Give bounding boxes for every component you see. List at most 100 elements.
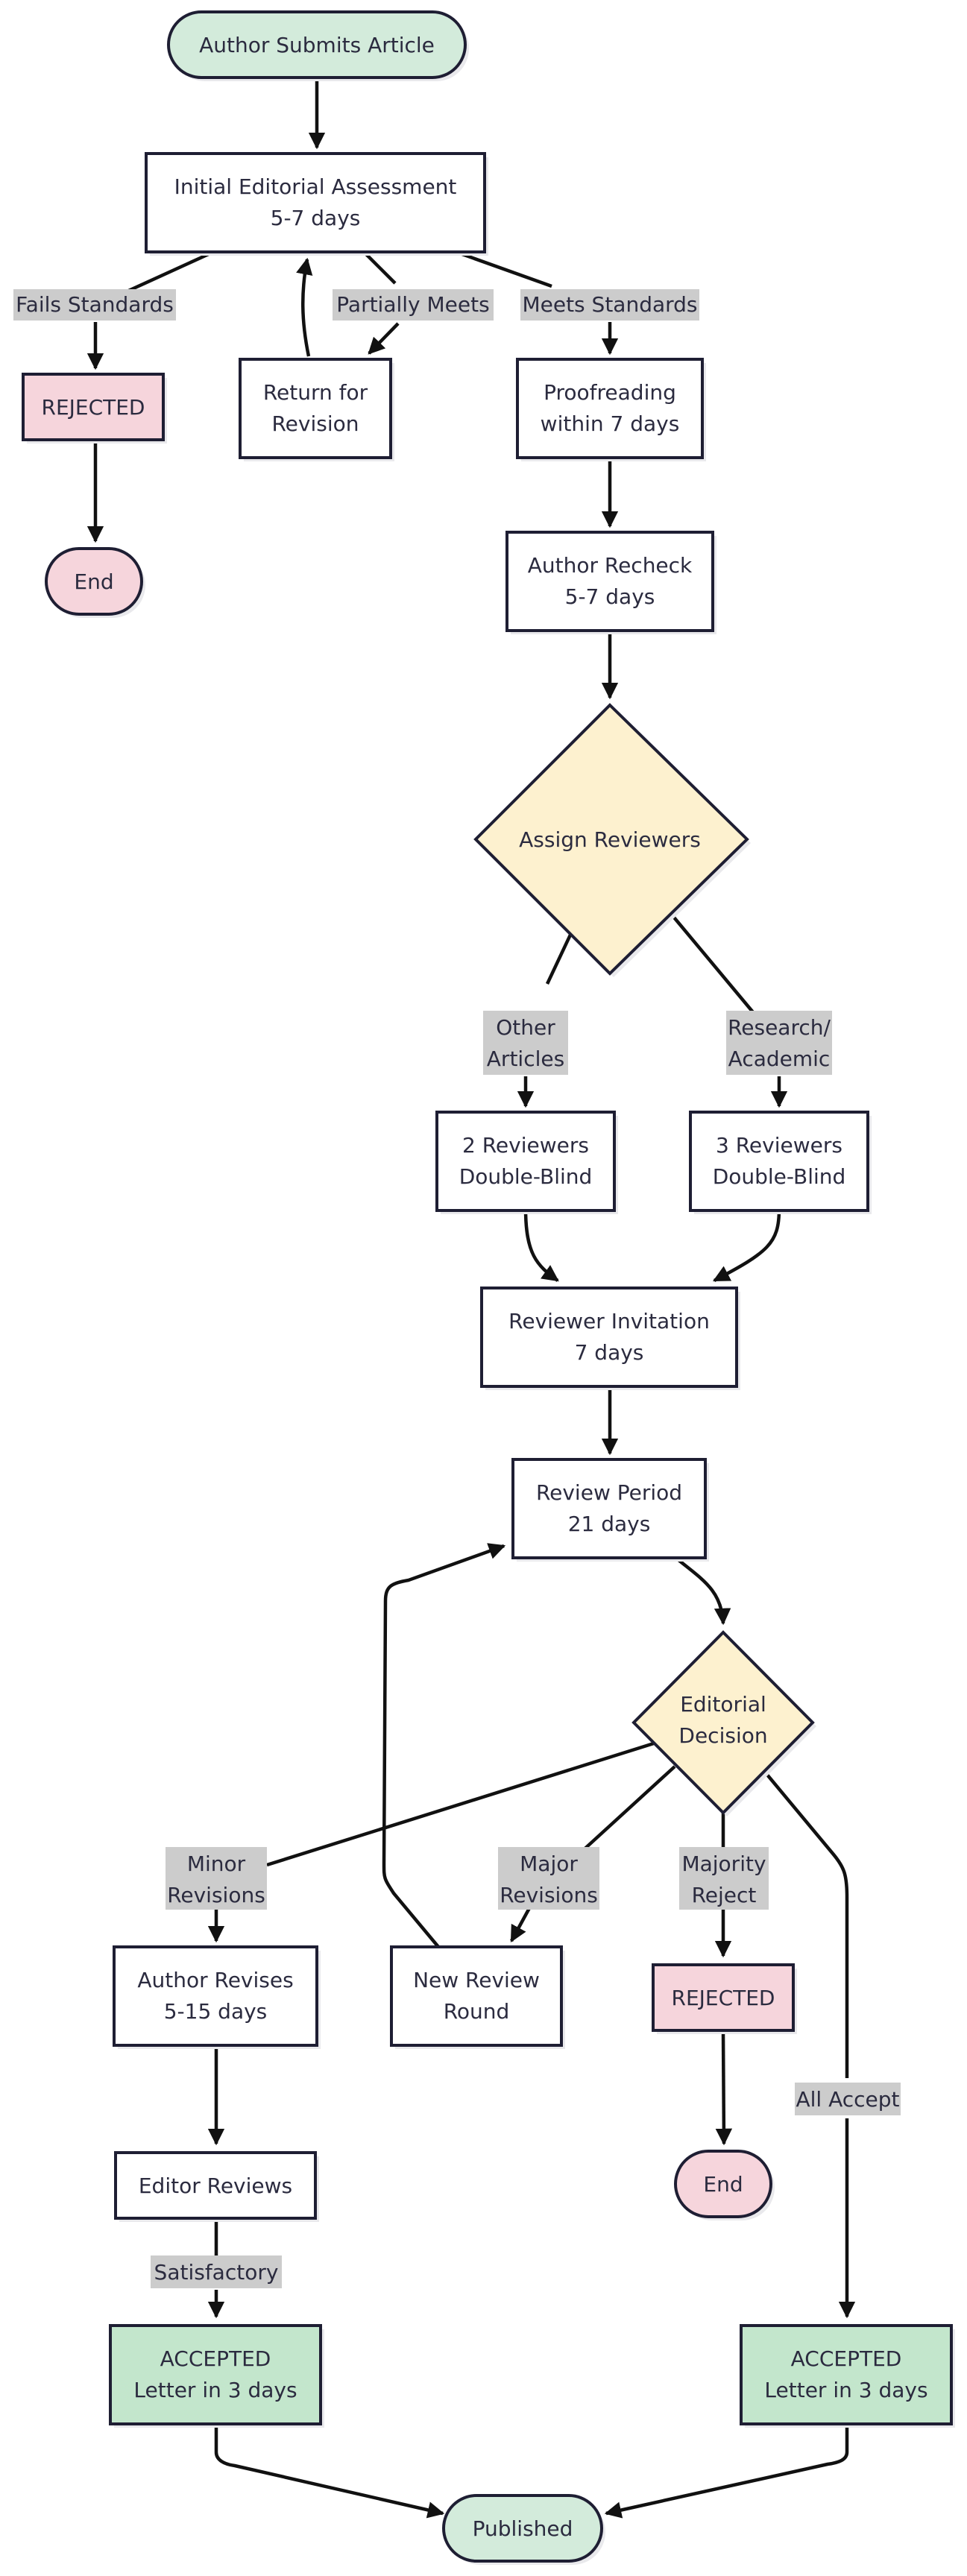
svg-text:Author Submits Article: Author Submits Article [199, 33, 435, 57]
svg-text:Major: Major [520, 1852, 578, 1876]
edge-assessment-meets [459, 251, 552, 288]
svg-text:7 days: 7 days [575, 1340, 644, 1365]
node-proofreading[interactable]: Proofreading within 7 days [516, 358, 706, 461]
edge-label-fails-standards: Fails Standards [13, 289, 176, 321]
edge-review-to-decision [673, 1555, 731, 1626]
svg-text:REJECTED: REJECTED [41, 395, 145, 420]
svg-text:5-7 days: 5-7 days [271, 206, 361, 230]
edge-new-round-to-review [382, 1543, 506, 1948]
node-reviewer-invitation[interactable]: Reviewer Invitation 7 days [480, 1287, 740, 1390]
edge-decision-minor [266, 1740, 657, 1867]
node-author-submits-article[interactable]: Author Submits Article [167, 10, 469, 81]
svg-text:5-7 days: 5-7 days [565, 584, 655, 609]
svg-text:21 days: 21 days [568, 1512, 651, 1536]
svg-text:Partially Meets: Partially Meets [336, 292, 489, 317]
edge-accepted-2-to-published [604, 2423, 849, 2519]
edge-label-major-revisions: Major Revisions [498, 1847, 599, 1910]
svg-text:All Accept: All Accept [796, 2087, 899, 2112]
svg-text:Round: Round [444, 1999, 510, 2024]
node-rejected-initial[interactable]: REJECTED [22, 373, 167, 443]
edge-label-minor-revisions: Minor Revisions [166, 1847, 267, 1910]
svg-text:Reject: Reject [692, 1883, 757, 1907]
edge-partially-to-return [368, 322, 400, 355]
svg-text:Letter in 3 days: Letter in 3 days [133, 2378, 297, 2402]
svg-text:Satisfactory: Satisfactory [154, 2260, 279, 2285]
edge-assign-research [670, 912, 755, 1014]
edge-label-other-articles: Other Articles [483, 1011, 568, 1075]
svg-text:Letter in 3 days: Letter in 3 days [764, 2378, 927, 2402]
node-published[interactable]: Published [442, 2494, 605, 2565]
svg-text:Majority: Majority [681, 1852, 766, 1876]
svg-text:Articles: Articles [487, 1046, 564, 1071]
node-editorial-decision[interactable]: Editorial Decision [631, 1630, 816, 1816]
svg-text:2 Reviewers: 2 Reviewers [462, 1133, 589, 1158]
svg-text:Revisions: Revisions [167, 1883, 265, 1907]
svg-text:ACCEPTED: ACCEPTED [791, 2346, 902, 2371]
svg-text:Meets Standards: Meets Standards [522, 292, 697, 317]
edge-assign-other [545, 932, 573, 985]
svg-text:Review Period: Review Period [536, 1480, 682, 1505]
svg-text:5-15 days: 5-15 days [164, 1999, 268, 2024]
svg-text:Decision: Decision [678, 1723, 767, 1748]
node-accepted-right[interactable]: ACCEPTED Letter in 3 days [740, 2324, 955, 2428]
node-rejected-decision[interactable]: REJECTED [652, 1963, 797, 2034]
edge-decision-major [579, 1765, 676, 1854]
svg-text:End: End [703, 2172, 743, 2197]
svg-text:Editor Reviews: Editor Reviews [139, 2174, 292, 2198]
svg-text:Revisions: Revisions [500, 1883, 598, 1907]
node-editor-reviews[interactable]: Editor Reviews [114, 2151, 319, 2222]
svg-text:Initial Editorial Assessment: Initial Editorial Assessment [174, 174, 457, 199]
edge-accepted-1-to-published [214, 2423, 445, 2519]
node-return-for-revision[interactable]: Return for Revision [239, 358, 394, 461]
edge-decision-all-accept [762, 1769, 849, 2078]
svg-text:Editorial: Editorial [680, 1692, 766, 1717]
node-end-initial[interactable]: End [45, 547, 145, 618]
svg-text:Author Recheck: Author Recheck [528, 553, 693, 578]
svg-text:Double-Blind: Double-Blind [713, 1164, 846, 1189]
edge-label-satisfactory: Satisfactory [151, 2255, 282, 2288]
edge-return-to-assessment [296, 257, 313, 357]
svg-text:ACCEPTED: ACCEPTED [160, 2346, 271, 2371]
node-three-reviewers[interactable]: 3 Reviewers Double-Blind [689, 1111, 872, 1214]
svg-text:Proofreading: Proofreading [544, 380, 676, 405]
svg-text:3 Reviewers: 3 Reviewers [716, 1133, 842, 1158]
edge-two-to-invitation [523, 1208, 559, 1282]
edge-assessment-partially [364, 252, 397, 285]
edges [86, 78, 856, 2519]
node-end-decision[interactable]: End [674, 2150, 775, 2220]
svg-text:Academic: Academic [728, 1046, 831, 1071]
node-author-revises[interactable]: Author Revises 5-15 days [113, 1945, 321, 2049]
svg-text:New Review: New Review [413, 1968, 540, 1992]
edge-label-research-academic: Research/ Academic [726, 1011, 832, 1075]
svg-text:REJECTED: REJECTED [671, 1986, 775, 2010]
svg-text:End: End [74, 569, 113, 594]
svg-text:Fails Standards: Fails Standards [16, 292, 174, 317]
svg-text:Double-Blind: Double-Blind [459, 1164, 593, 1189]
node-review-period[interactable]: Review Period 21 days [511, 1458, 709, 1562]
node-author-recheck[interactable]: Author Recheck 5-7 days [505, 531, 716, 634]
node-new-review-round[interactable]: New Review Round [390, 1945, 565, 2049]
edge-label-partially-meets: Partially Meets [333, 289, 494, 321]
svg-text:Published: Published [473, 2516, 573, 2541]
svg-text:Other: Other [496, 1015, 555, 1040]
edge-label-meets-standards: Meets Standards [520, 289, 699, 321]
edge-label-all-accept: All Accept [795, 2083, 901, 2115]
node-initial-editorial-assessment[interactable]: Initial Editorial Assessment 5-7 days [145, 152, 488, 256]
edge-three-to-invitation [713, 1208, 781, 1282]
edge-label-majority-reject: Majority Reject [679, 1847, 769, 1910]
node-accepted-left[interactable]: ACCEPTED Letter in 3 days [109, 2324, 324, 2428]
nodes: Author Submits Article Initial Editorial… [22, 10, 955, 2565]
edge-labels: Fails Standards Partially Meets Meets St… [13, 289, 901, 2288]
edge-rejected-to-end [715, 2031, 733, 2146]
edge-assessment-fails [125, 251, 211, 294]
svg-text:Author Revises: Author Revises [137, 1968, 293, 1992]
svg-text:Research/: Research/ [728, 1015, 831, 1040]
svg-text:within 7 days: within 7 days [541, 411, 680, 436]
svg-text:Assign Reviewers: Assign Reviewers [519, 827, 701, 852]
node-assign-reviewers[interactable]: Assign Reviewers [473, 703, 751, 977]
edge-major-to-new-round [510, 1907, 531, 1942]
svg-text:Revision: Revision [271, 411, 359, 436]
svg-text:Return for: Return for [263, 380, 368, 405]
svg-text:Reviewer Invitation: Reviewer Invitation [508, 1309, 710, 1333]
node-two-reviewers[interactable]: 2 Reviewers Double-Blind [435, 1111, 618, 1214]
